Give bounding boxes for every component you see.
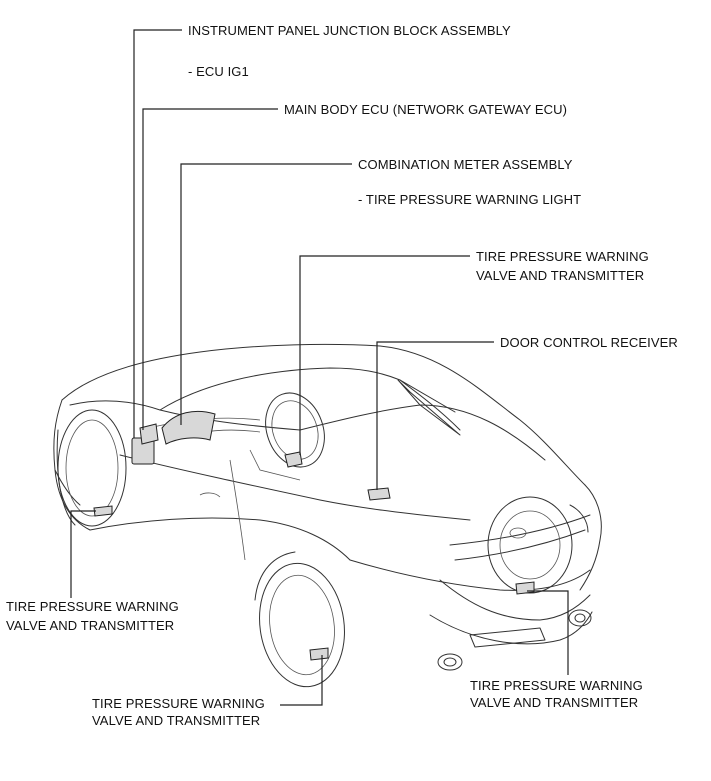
label-tpw-front-right-line1: TIRE PRESSURE WARNING bbox=[92, 696, 265, 711]
front-left-transmitter-component bbox=[93, 505, 113, 517]
label-tpw-spare-line1: TIRE PRESSURE WARNING bbox=[476, 249, 649, 264]
spare-transmitter-component bbox=[284, 451, 303, 468]
combination-meter-component bbox=[161, 410, 216, 445]
leader-tpw-front-left bbox=[70, 510, 96, 598]
leader-tpw-rear bbox=[527, 590, 569, 675]
label-door-control-receiver: DOOR CONTROL RECEIVER bbox=[500, 335, 678, 350]
label-instrument-panel-junction-block: INSTRUMENT PANEL JUNCTION BLOCK ASSEMBLY bbox=[188, 23, 511, 38]
leader-instrument-panel bbox=[133, 29, 182, 438]
door-receiver-component bbox=[367, 487, 391, 501]
label-tpw-front-left-line2: VALVE AND TRANSMITTER bbox=[6, 618, 175, 633]
body-ecu-component bbox=[139, 423, 159, 445]
leader-lines bbox=[70, 29, 569, 706]
label-main-body-ecu: MAIN BODY ECU (NETWORK GATEWAY ECU) bbox=[284, 102, 568, 117]
label-tpw-spare-line2: VALVE AND TRANSMITTER bbox=[476, 268, 645, 283]
components bbox=[93, 410, 535, 661]
label-tire-pressure-warning-light: - TIRE PRESSURE WARNING LIGHT bbox=[358, 192, 582, 207]
rear-transmitter-component bbox=[515, 581, 535, 595]
label-tpw-front-right-line2: VALVE AND TRANSMITTER bbox=[92, 713, 261, 728]
label-tpw-rear-line1: TIRE PRESSURE WARNING bbox=[470, 678, 643, 693]
leader-door-receiver bbox=[376, 341, 494, 490]
label-combination-meter: COMBINATION METER ASSEMBLY bbox=[358, 157, 573, 172]
front-right-transmitter-component bbox=[309, 647, 329, 661]
label-ecu-ig1: - ECU IG1 bbox=[188, 64, 249, 79]
label-tpw-front-left-line1: TIRE PRESSURE WARNING bbox=[6, 599, 179, 614]
leader-combination-meter bbox=[180, 163, 352, 425]
label-tpw-rear-line2: VALVE AND TRANSMITTER bbox=[470, 695, 639, 710]
leader-main-body-ecu bbox=[142, 108, 278, 430]
leader-tpw-spare bbox=[299, 255, 470, 455]
leader-tpw-front-right bbox=[280, 655, 323, 706]
car-illustration bbox=[53, 343, 602, 688]
